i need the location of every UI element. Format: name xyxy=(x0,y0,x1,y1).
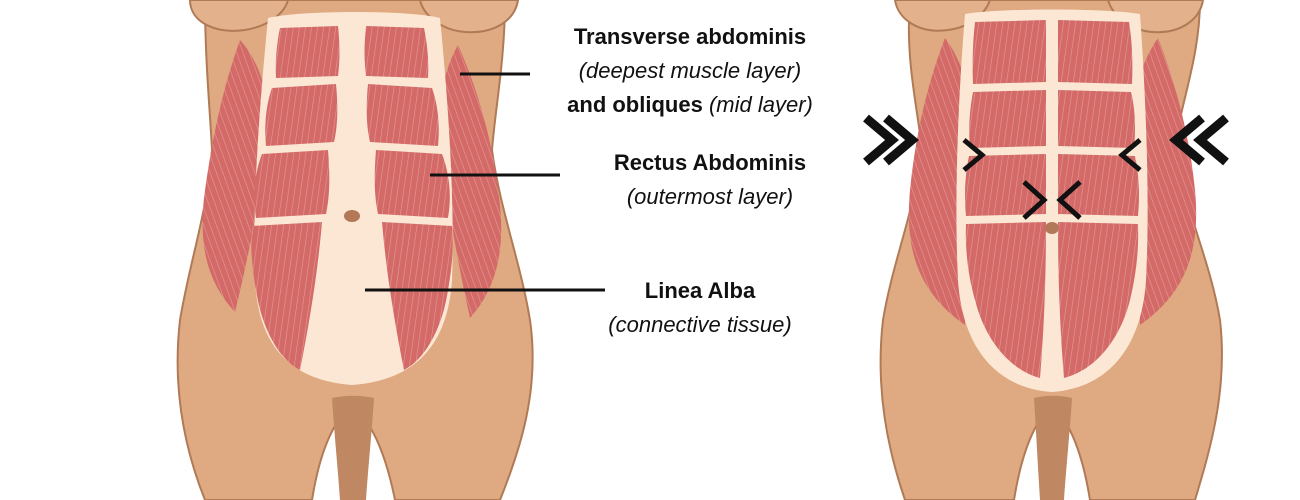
left-rectus-l3 xyxy=(254,150,330,218)
right-rectus-l3 xyxy=(965,154,1046,216)
left-oblique-right xyxy=(438,45,502,318)
left-rectus-r4 xyxy=(382,222,453,370)
left-breast-left xyxy=(188,0,290,32)
right-rectus-r1 xyxy=(1058,20,1133,84)
transverse-name: Transverse abdominis xyxy=(573,24,807,49)
left-rectus-r2 xyxy=(366,84,439,146)
chevron-right-icon xyxy=(962,138,986,172)
left-breast-right xyxy=(418,0,520,34)
right-crotch-shadow xyxy=(1034,395,1072,500)
obliques-note: (mid layer) xyxy=(708,92,813,117)
double-chevron-right-icon xyxy=(863,114,919,166)
right-rectus-r4 xyxy=(1058,222,1139,378)
left-rectus-r1 xyxy=(364,26,429,78)
linea-name: Linea Alba xyxy=(644,278,756,303)
left-belly-button xyxy=(344,210,360,222)
right-rectus-r2 xyxy=(1058,90,1135,148)
right-belly-button xyxy=(1045,222,1059,234)
right-rectus-r3 xyxy=(1058,154,1139,216)
right-rectus-l1 xyxy=(972,20,1046,84)
rectus-name: Rectus Abdominis xyxy=(613,150,807,175)
left-rectus-r3 xyxy=(374,150,450,218)
right-oblique-right xyxy=(1132,38,1197,325)
left-torso xyxy=(176,0,534,500)
linea-note: (connective tissue) xyxy=(608,312,792,337)
left-rectus-l1 xyxy=(275,26,340,78)
right-rectus-l4 xyxy=(965,222,1046,378)
chevron-left-icon xyxy=(1056,180,1082,220)
left-crotch-shadow xyxy=(332,395,374,500)
left-rectus-l2 xyxy=(265,84,338,146)
rectus-abdominis-label: Rectus Abdominis (outermost layer) xyxy=(530,146,890,214)
linea-alba-label: Linea Alba (connective tissue) xyxy=(540,274,860,342)
chevron-left-icon xyxy=(1118,138,1142,172)
double-chevron-left-icon xyxy=(1169,114,1229,166)
left-rectus-l4 xyxy=(251,222,322,370)
right-rectus-l2 xyxy=(969,90,1046,148)
left-oblique-left xyxy=(202,40,270,312)
rectus-note: (outermost layer) xyxy=(626,184,794,209)
chevron-right-icon xyxy=(1022,180,1048,220)
right-torso xyxy=(879,0,1223,500)
obliques-name: and obliques xyxy=(567,92,703,117)
right-oblique-left xyxy=(908,38,972,325)
transverse-abdominis-label: Transverse abdominis (deepest muscle lay… xyxy=(530,20,850,122)
transverse-note: (deepest muscle layer) xyxy=(578,58,802,83)
